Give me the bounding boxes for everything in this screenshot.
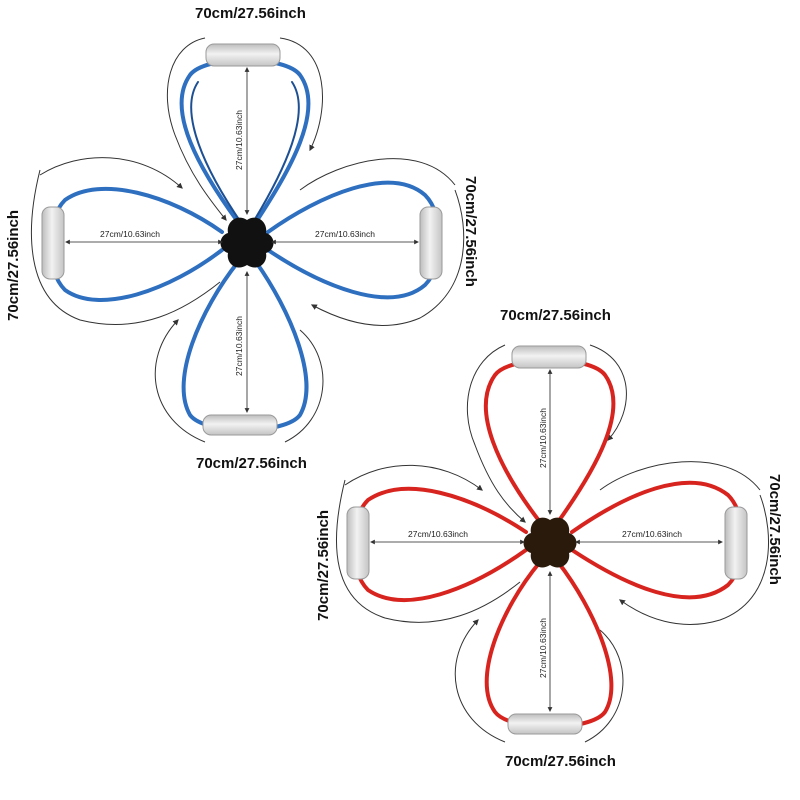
red-handle-top (511, 345, 587, 369)
red-expander: 70cm/27.56inch 70cm/27.56inch 70cm/27.56… (315, 307, 783, 770)
blue-arc-bottom (154, 319, 206, 443)
red-hub (523, 517, 577, 568)
blue-arc-top-right (279, 37, 323, 152)
red-label-left: 70cm/27.56inch (315, 510, 332, 621)
red-arc-bottom-right (584, 629, 624, 743)
blue-label-right: 70cm/27.56inch (462, 176, 479, 287)
red-arc-right (619, 494, 769, 625)
blue-loop-top (179, 58, 311, 224)
blue-hub (220, 217, 274, 268)
blue-loop-top-inner (190, 81, 300, 225)
blue-label-left: 70cm/27.56inch (5, 210, 22, 321)
blue-handle-top (205, 43, 281, 67)
blue-loop-left (48, 186, 224, 302)
blue-arc-left (30, 169, 221, 325)
blue-dimension-lines (65, 67, 419, 413)
red-arc-left (335, 479, 521, 623)
blue-label-bottom: 70cm/27.56inch (196, 455, 307, 472)
red-dim-right: 27cm/10.63inch (622, 529, 682, 539)
red-label-top: 70cm/27.56inch (500, 307, 611, 324)
blue-label-top: 70cm/27.56inch (195, 5, 306, 22)
red-dim-bottom: 27cm/10.63inch (538, 618, 548, 678)
blue-dim-bottom: 27cm/10.63inch (234, 316, 244, 376)
red-handle-bottom (507, 713, 583, 735)
red-dim-left: 27cm/10.63inch (408, 529, 468, 539)
blue-arc-top (166, 37, 227, 221)
red-handle-left (346, 506, 370, 580)
red-loop-bottom (484, 560, 614, 729)
red-loop-right (570, 480, 745, 600)
red-label-right: 70cm/27.56inch (766, 474, 783, 585)
blue-dim-left: 27cm/10.63inch (100, 229, 160, 239)
blue-loop-right (266, 180, 442, 300)
blue-dim-top: 27cm/10.63inch (234, 110, 244, 170)
blue-arc-bottom-right (284, 329, 324, 443)
blue-handle-bottom (202, 414, 278, 436)
red-annotation-arcs (335, 344, 769, 743)
blue-dim-right: 27cm/10.63inch (315, 229, 375, 239)
blue-arc-right (310, 189, 465, 326)
red-handles (346, 345, 748, 735)
blue-arc-right-top (299, 158, 456, 191)
red-arc-left-top (344, 464, 483, 491)
blue-loop-bottom (181, 260, 309, 432)
red-arc-bottom (454, 619, 506, 743)
red-arc-right-top (599, 461, 761, 491)
blue-annotation-arcs (30, 37, 465, 443)
blue-handle-right (419, 206, 443, 280)
blue-handle-left (41, 206, 65, 280)
red-arc-top-right (589, 344, 627, 441)
blue-handles (41, 43, 443, 436)
red-label-bottom: 70cm/27.56inch (505, 753, 616, 770)
blue-arc-left-top (39, 157, 183, 189)
blue-expander: 70cm/27.56inch 70cm/27.56inch 70cm/27.56… (5, 5, 479, 472)
red-dimension-lines (370, 369, 723, 712)
red-loop-left (351, 486, 528, 602)
red-handle-right (724, 506, 748, 580)
red-dim-top: 27cm/10.63inch (538, 408, 548, 468)
red-arc-top (466, 344, 526, 523)
